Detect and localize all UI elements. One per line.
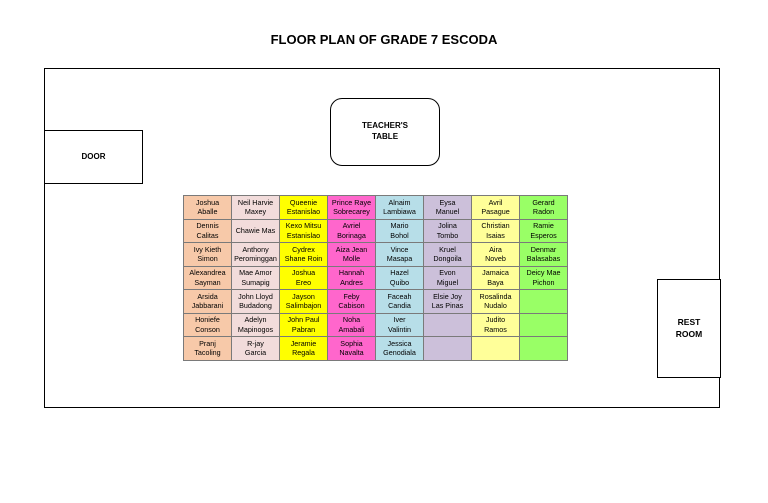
seat: Evon Miguel — [423, 265, 472, 290]
seat-row: Joshua Aballe Neil Harvie Maxey Queenie … — [183, 195, 568, 220]
seat: Chawie Mas — [231, 218, 280, 243]
seat: Aiza Jean Molle — [327, 242, 376, 267]
seat — [519, 336, 568, 361]
door: DOOR — [44, 130, 143, 184]
seat: Denmar Balasabas — [519, 242, 568, 267]
seat-row: Dennis Calitas Chawie Mas Kexo Mitsu Est… — [183, 218, 568, 243]
seat: Hazel Quibo — [375, 265, 424, 290]
seat: Jayson Salimbajon — [279, 289, 328, 314]
seat — [423, 336, 472, 361]
seat: Dennis Calitas — [183, 218, 232, 243]
seat: Jeramie Regala — [279, 336, 328, 361]
seat: Avriel Borinaga — [327, 218, 376, 243]
seat: Ivy Kieth Simon — [183, 242, 232, 267]
seat-row: Ivy Kieth Simon Anthony Perominggan Cydr… — [183, 242, 568, 267]
seat: Aira Noveb — [471, 242, 520, 267]
seat: Joshua Aballe — [183, 195, 232, 220]
seat — [423, 312, 472, 337]
seat: R-jay Garcia — [231, 336, 280, 361]
seat-row: Alexandrea Sayman Mae Amor Sumapig Joshu… — [183, 265, 568, 290]
seat: Gerard Radon — [519, 195, 568, 220]
teacher-table: TEACHER'S TABLE — [330, 98, 440, 166]
seat: Jessica Genodiala — [375, 336, 424, 361]
seat: Feby Cabison — [327, 289, 376, 314]
seat: Neil Harvie Maxey — [231, 195, 280, 220]
seat: Rosalinda Nudalo — [471, 289, 520, 314]
seat: Prince Raye Sobrecarey — [327, 195, 376, 220]
seat: Adelyn Mapinogos — [231, 312, 280, 337]
seat: John Paul Pabran — [279, 312, 328, 337]
seat: Mae Amor Sumapig — [231, 265, 280, 290]
seat: Noha Amabali — [327, 312, 376, 337]
classroom-outline — [44, 68, 720, 408]
seat: Faceah Candia — [375, 289, 424, 314]
teacher-table-label: TEACHER'S TABLE — [362, 121, 408, 141]
seat: Arsida Jabbarani — [183, 289, 232, 314]
seat: Jolina Tombo — [423, 218, 472, 243]
seat: Ramie Esperos — [519, 218, 568, 243]
seat: Mario Bohol — [375, 218, 424, 243]
seat: Vince Masapa — [375, 242, 424, 267]
seat: Alnaim Lambiawa — [375, 195, 424, 220]
page-title: FLOOR PLAN OF GRADE 7 ESCODA — [270, 32, 498, 47]
rest-room: REST ROOM — [657, 279, 721, 378]
seat-row: Pranj Tacoling R-jay Garcia Jeramie Rega… — [183, 336, 568, 361]
seat: Jamaica Baya — [471, 265, 520, 290]
seat: Deicy Mae Pichon — [519, 265, 568, 290]
seat: Anthony Perominggan — [231, 242, 280, 267]
seat: Pranj Tacoling — [183, 336, 232, 361]
seat: Honiefe Conson — [183, 312, 232, 337]
seat: Eysa Manuel — [423, 195, 472, 220]
seat: Elsie Joy Las Pinas — [423, 289, 472, 314]
seat: Joshua Ereo — [279, 265, 328, 290]
seat: Avril Pasague — [471, 195, 520, 220]
seat — [471, 336, 520, 361]
rest-room-label: REST ROOM — [675, 317, 703, 339]
seat: Sophia Navalta — [327, 336, 376, 361]
seat — [519, 312, 568, 337]
seat: Queenie Estanislao — [279, 195, 328, 220]
seat: Kexo Mitsu Estanislao — [279, 218, 328, 243]
seat: Judito Ramos — [471, 312, 520, 337]
seat — [519, 289, 568, 314]
door-label: DOOR — [81, 151, 106, 161]
seat: Christian Isaias — [471, 218, 520, 243]
seating-chart: Joshua Aballe Neil Harvie Maxey Queenie … — [183, 195, 568, 361]
seat: Hannah Andres — [327, 265, 376, 290]
seat-row: Arsida Jabbarani John Lloyd Budadong Jay… — [183, 289, 568, 314]
seat: Alexandrea Sayman — [183, 265, 232, 290]
seat: Cydrex Shane Roin — [279, 242, 328, 267]
seat: John Lloyd Budadong — [231, 289, 280, 314]
seat: Iver Valintin — [375, 312, 424, 337]
seat-row: Honiefe Conson Adelyn Mapinogos John Pau… — [183, 312, 568, 337]
seat: Kruel Dongoila — [423, 242, 472, 267]
